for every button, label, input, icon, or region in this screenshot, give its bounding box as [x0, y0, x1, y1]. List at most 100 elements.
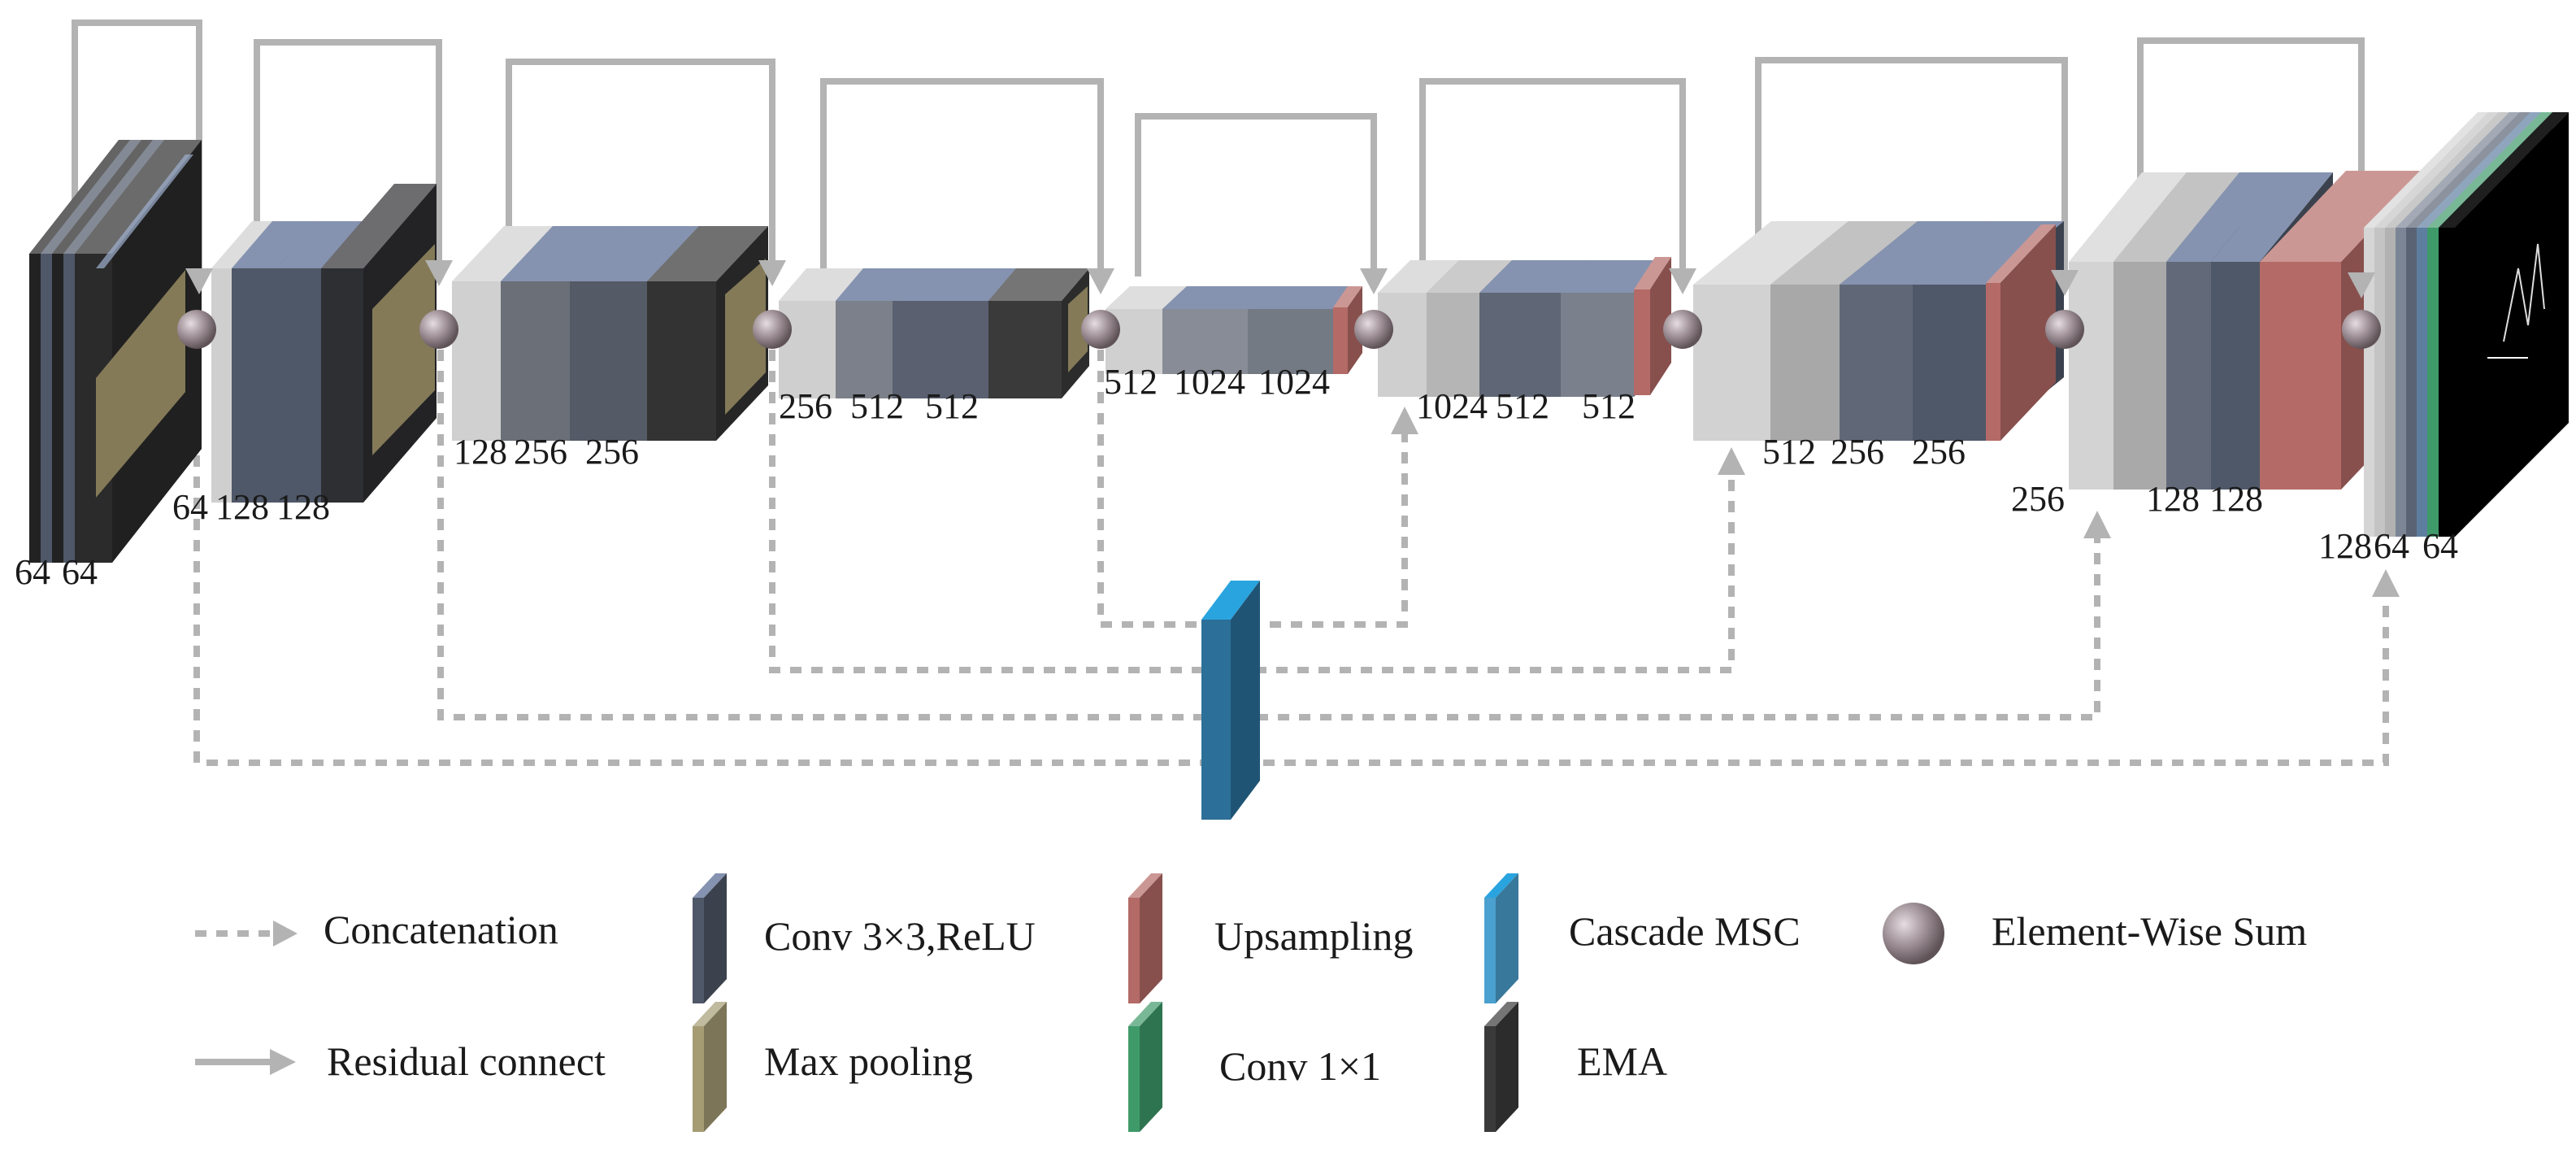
- residual-arrow-head: [1669, 268, 1696, 294]
- residual-connections: [72, 20, 2365, 281]
- element-wise-sum-node: [177, 310, 216, 349]
- legend-label-ema: EMA: [1577, 1038, 1667, 1084]
- bottleneck-channel-label: 1024: [1174, 362, 1245, 402]
- element-wise-sum-node: [2342, 310, 2381, 349]
- decoder-2-channel-label: 128: [2146, 479, 2200, 519]
- residual-loop-7: [1755, 57, 2068, 278]
- encoder-3-channel-label: 256: [585, 432, 639, 472]
- legend-label-concat: Concatenation: [324, 907, 558, 952]
- conv1x1-slab-icon-shape: [1128, 1002, 1162, 1132]
- decoder-1-channel-label: 128: [2318, 526, 2372, 566]
- element-wise-sum-node: [753, 310, 792, 349]
- max-pool-face: [372, 244, 435, 455]
- element-wise-sum-node: [2045, 310, 2084, 349]
- decoder-4-channel-label: 512: [1582, 386, 1636, 426]
- legend-label-upsample: Upsampling: [1214, 913, 1413, 959]
- solid-arrow-head-icon: [270, 1049, 296, 1075]
- segmentation-trace: [2503, 243, 2545, 342]
- concatenation-path-1: [193, 350, 2389, 766]
- ema-slab-icon: [1484, 1002, 1518, 1132]
- residual-arrow-head: [1360, 268, 1388, 294]
- encoder-4-channel-label: 512: [850, 386, 904, 426]
- concat-arrow-head: [2083, 511, 2111, 538]
- decoder-1-channel-label: 64: [2422, 526, 2458, 566]
- legend-label-conv: Conv 3×3,ReLU: [764, 913, 1036, 959]
- decoder-4-channel-label: 1024: [1416, 386, 1488, 426]
- encoder-1-channel-label: 64: [15, 552, 50, 592]
- concatenation-path-3: [769, 350, 1735, 673]
- encoder-2-channel-label: 64: [172, 487, 208, 527]
- concatenation-path-2: [437, 350, 2100, 720]
- encoder-2-channel-label: 128: [215, 487, 269, 527]
- network-blocks: [29, 112, 2569, 563]
- residual-arrow-head: [1087, 268, 1114, 294]
- encoder-2-blocks: [211, 184, 437, 503]
- upsampling-block: [1634, 257, 1671, 395]
- dashed-arrow-head-icon: [273, 921, 298, 947]
- connection-arrowheads: [185, 260, 2400, 597]
- max-pool-face: [96, 270, 185, 498]
- encoder-4-channel-label: 256: [779, 386, 832, 426]
- bottleneck-channel-label: 512: [1104, 362, 1158, 402]
- residual-arrow-head: [185, 268, 213, 294]
- encoder-3-channel-label: 128: [454, 432, 507, 472]
- residual-loop-3: [506, 59, 775, 268]
- max-pool-face: [725, 259, 766, 415]
- residual-loop-2: [254, 39, 442, 268]
- decoder-3-channel-label: 256: [1831, 432, 1884, 472]
- encoder-3-channel-label: 256: [514, 432, 567, 472]
- decoder-2-channel-label: 128: [2209, 479, 2263, 519]
- residual-arrow-head: [758, 260, 786, 286]
- conv-slab-icon-shape: [693, 873, 727, 1003]
- element-wise-sum-node: [1663, 310, 1702, 349]
- conv1x1-slab-icon: [1128, 1002, 1162, 1132]
- pool-slab-icon-shape: [693, 1002, 727, 1132]
- concat-arrow-head: [1391, 407, 1418, 434]
- decoder-1-channel-label: 64: [2374, 526, 2409, 566]
- encoder-2-channel-label: 128: [276, 487, 330, 527]
- cascade-msc-slab: [1201, 581, 1260, 820]
- conv-slab-icon: [693, 873, 727, 1003]
- encoder-1-channel-label: 64: [62, 552, 98, 592]
- residual-loop-5: [1135, 113, 1377, 276]
- legend-label-residual: Residual connect: [327, 1038, 606, 1084]
- legend-label-conv1x1: Conv 1×1: [1219, 1043, 1381, 1089]
- encoder-4-blocks: [779, 268, 1089, 398]
- element-wise-sum-node: [419, 310, 458, 349]
- residual-arrow-head: [425, 260, 453, 286]
- concat-arrow-head: [2372, 569, 2400, 597]
- concat-arrow-head: [1718, 447, 1745, 475]
- legend-label-pool: Max pooling: [764, 1038, 973, 1084]
- ema-slab-icon-shape: [1484, 1002, 1518, 1132]
- upsample-slab-icon-shape: [1128, 873, 1162, 1003]
- decoder-3-blocks: [1693, 221, 2064, 441]
- residual-loop-8: [2137, 37, 2365, 281]
- residual-loop-4: [820, 78, 1104, 276]
- decoder-4-channel-label: 512: [1496, 386, 1549, 426]
- msc-slab-icon: [1484, 873, 1518, 1003]
- residual-arrow-head: [2348, 272, 2375, 298]
- encoder-4-channel-label: 512: [925, 386, 979, 426]
- element-wise-sum-nodes: [177, 310, 2381, 349]
- decoder-4-blocks: [1378, 257, 1671, 397]
- element-wise-sum-node: [1354, 310, 1393, 349]
- upsampling-block: [1986, 224, 2056, 441]
- sphere-icon: [1883, 903, 1944, 964]
- pool-slab-icon: [693, 1002, 727, 1132]
- decoder-3-channel-label: 256: [1912, 432, 1966, 472]
- output-map-face: [2455, 114, 2569, 537]
- decoder-1-blocks: [2364, 112, 2569, 537]
- residual-loop-6: [1419, 78, 1686, 276]
- bottleneck-blocks: [1106, 286, 1362, 374]
- legend-label-msc: Cascade MSC: [1569, 908, 1801, 954]
- max-pool-face: [1068, 286, 1088, 372]
- element-wise-sum-node: [1081, 310, 1120, 349]
- encoder-1-blocks: [29, 140, 202, 563]
- cascade-msc-block: [1201, 581, 1260, 820]
- decoder-2-channel-label: 256: [2011, 479, 2065, 519]
- legend: Concatenation Conv 3×3,ReLU Upsampling Casc…: [195, 873, 2307, 1132]
- upsample-slab-icon: [1128, 873, 1162, 1003]
- encoder-3-blocks: [452, 226, 768, 441]
